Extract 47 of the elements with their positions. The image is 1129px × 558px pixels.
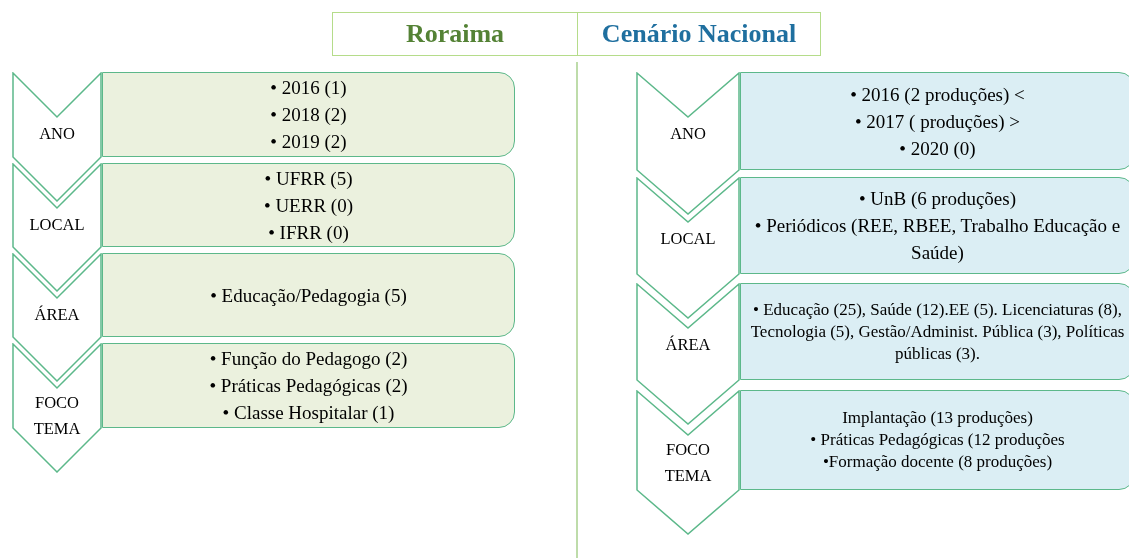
content-panel (740, 177, 1129, 274)
list-item: • Periódicos (REE, RBEE, Trabalho Educação e Saúde) (753, 214, 1122, 265)
category-label: ÁREA (664, 334, 712, 356)
list-item: • 2016 (2 produções) < (850, 82, 1025, 107)
list-item: • UERR (0) (264, 193, 353, 218)
category-label: FOCO TEMA (32, 392, 82, 440)
chevron-shape (636, 390, 740, 535)
column-heading: Cenário Nacional (601, 19, 797, 49)
category-label: ÁREA (33, 304, 81, 326)
category-label: ANO (669, 123, 707, 145)
list-item: • 2016 (1) (270, 76, 347, 100)
list-item: • UFRR (5) (264, 166, 353, 191)
list-item: • Educação (25), Saúde (12).EE (5). Licenciaturas (8), Tecnologia (5), Gestão/Administ. Pública (3), Políticas públicas (3). (749, 298, 1126, 365)
list-item: • Práticas Pedagógicas (12 produções (810, 429, 1065, 451)
list-item: • 2018 (2) (270, 103, 347, 127)
category-label: ANO (38, 123, 76, 145)
list-item: Implantação (13 produções) (842, 407, 1033, 429)
content-panel (740, 390, 1129, 490)
content-panel (102, 343, 515, 428)
content-panel (102, 72, 515, 157)
chevron-shape (636, 177, 740, 319)
list-item: • UnB (6 produções) (858, 187, 1016, 211)
list-item: • Função do Pedagogo (2) (209, 347, 408, 371)
chevron-shape (12, 343, 102, 473)
content-panel (102, 253, 515, 337)
chevron-shape (636, 72, 740, 215)
category-label: LOCAL (659, 228, 717, 250)
column-heading: Roraima (405, 19, 505, 49)
list-item: • 2019 (2) (270, 130, 347, 154)
list-item: •Formação docente (8 produções) (822, 451, 1053, 473)
node-box (332, 12, 578, 56)
list-item: • Classe Hospitalar (1) (222, 401, 395, 425)
content-panel (740, 72, 1129, 170)
category-label: LOCAL (28, 214, 86, 236)
node-box (577, 12, 821, 56)
chevron-shape (636, 283, 740, 425)
list-item: • 2017 ( produções) > (854, 109, 1021, 134)
list-item: • 2020 (0) (899, 136, 976, 161)
chevron-shape (12, 253, 102, 382)
list-item: • Práticas Pedagógicas (2) (209, 374, 408, 398)
chevron-shape (12, 163, 102, 292)
content-panel (740, 283, 1129, 380)
chevron-shape (12, 72, 102, 202)
content-panel (102, 163, 515, 247)
category-label: FOCO TEMA (663, 439, 713, 487)
list-item: • IFRR (0) (268, 220, 349, 245)
list-item: • Educação/Pedagogia (5) (210, 283, 407, 308)
